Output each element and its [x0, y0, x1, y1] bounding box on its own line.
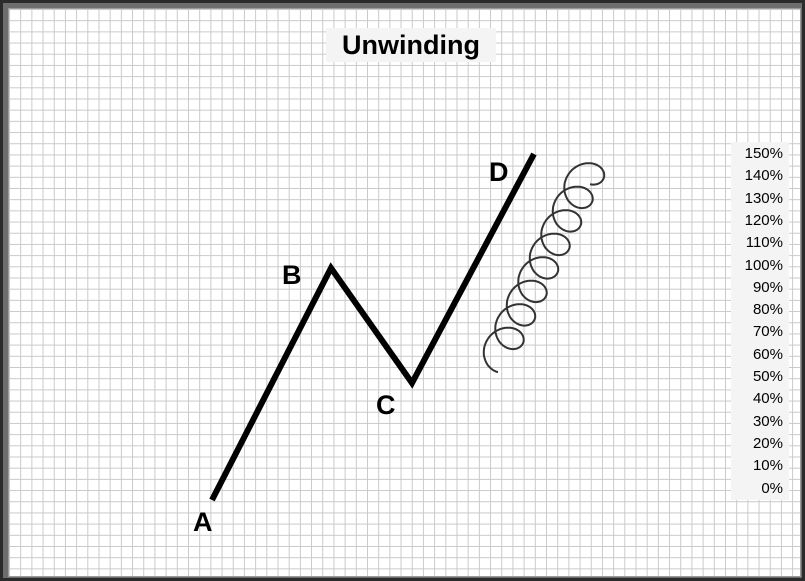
point-label-c: C — [376, 390, 396, 420]
scale-tick-label: 100% — [713, 257, 783, 275]
point-label-a: A — [193, 507, 213, 537]
scale-tick-label: 40% — [713, 390, 783, 408]
scale-tick-label: 120% — [713, 212, 783, 230]
scale-tick-label: 80% — [713, 301, 783, 319]
scale-tick-label: 140% — [713, 167, 783, 185]
scale-tick-label: 150% — [713, 145, 783, 163]
scale-tick-label: 10% — [713, 457, 783, 475]
point-label-d: D — [489, 157, 509, 187]
scale-tick-label: 50% — [713, 368, 783, 386]
scale-tick-label: 60% — [713, 346, 783, 364]
wave-path — [212, 154, 534, 500]
scale-tick-label: 30% — [713, 413, 783, 431]
scale-tick-label: 70% — [713, 323, 783, 341]
scale-tick-label: 130% — [713, 190, 783, 208]
scale-tick-label: 20% — [713, 435, 783, 453]
unwinding-spiral — [484, 163, 604, 372]
scale-tick-label: 0% — [713, 480, 783, 498]
point-label-b: B — [282, 260, 302, 290]
scale-tick-label: 110% — [713, 234, 783, 252]
scale-tick-label: 90% — [713, 279, 783, 297]
